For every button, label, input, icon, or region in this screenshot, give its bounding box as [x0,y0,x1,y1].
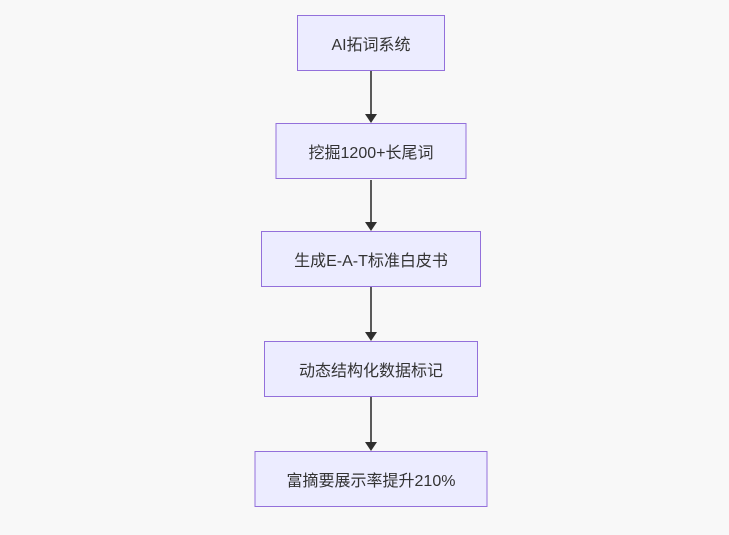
arrowhead-icon [365,442,377,451]
flowchart-node-ai-keyword-system: AI拓词系统 [297,15,445,71]
node-label: AI拓词系统 [331,37,411,54]
flowchart-node-structured-data-markup: 动态结构化数据标记 [264,341,478,397]
flowchart-node-eat-whitepaper: 生成E-A-T标准白皮书 [261,231,481,287]
arrow-line [370,180,372,222]
arrow-line [370,287,372,332]
arrowhead-icon [365,114,377,123]
arrow-line [370,71,372,114]
node-label: 生成E-A-T标准白皮书 [294,253,448,270]
arrow-down-icon [365,71,377,123]
arrow-down-icon [365,397,377,451]
arrowhead-icon [365,222,377,231]
flowchart-node-rich-snippet-result: 富摘要展示率提升210% [254,451,488,507]
node-label: 挖掘1200+长尾词 [308,145,434,162]
node-label: 动态结构化数据标记 [298,363,443,380]
arrowhead-icon [365,332,377,341]
node-label: 富摘要展示率提升210% [286,473,456,490]
arrow-down-icon [365,287,377,341]
arrow-line [370,397,372,442]
arrow-down-icon [365,180,377,231]
flowchart-node-longtail-mining: 挖掘1200+长尾词 [275,123,467,179]
